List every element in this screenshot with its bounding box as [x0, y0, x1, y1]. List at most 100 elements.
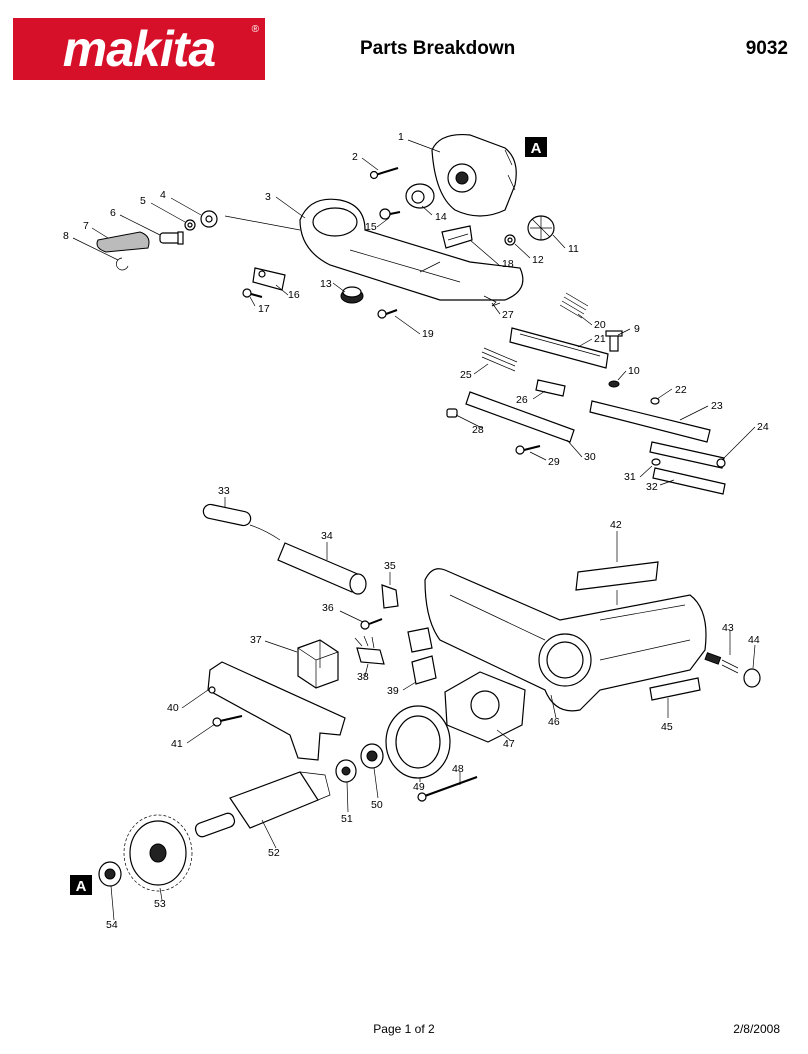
part-54-drawing: [98, 861, 122, 887]
part-label-19: 19: [422, 328, 434, 340]
part-label-39: 39: [387, 685, 399, 697]
brand-name: makita: [62, 21, 216, 77]
part-47-drawing: [444, 671, 526, 743]
part-39-drawing: [407, 627, 437, 685]
page-indicator: Page 1 of 2: [373, 1022, 435, 1036]
part-label-16: 16: [288, 289, 300, 301]
part-17-drawing: [242, 288, 263, 298]
part-26-drawing: [535, 379, 566, 397]
part-label-40: 40: [167, 702, 179, 714]
part-label-53: 53: [154, 898, 166, 910]
part-label-20: 20: [594, 319, 606, 331]
part-24-drawing: [649, 441, 726, 469]
part-label-23: 23: [711, 400, 723, 412]
part-36-drawing: [360, 618, 383, 630]
part-23-drawing: [589, 400, 711, 443]
part-12-drawing: [504, 234, 516, 246]
part-50-drawing: [360, 743, 384, 769]
part-label-42: 42: [610, 519, 622, 531]
part-22-drawing: [650, 397, 660, 405]
part-label-37: 37: [250, 634, 262, 646]
part-label-9: 9: [634, 323, 640, 335]
part-20-drawing: [559, 292, 589, 319]
part-8-drawing: [116, 257, 129, 271]
part-label-7: 7: [83, 220, 89, 232]
part-label-33: 33: [218, 485, 230, 497]
part-label-51: 51: [341, 813, 353, 825]
part-38-drawing: [354, 635, 385, 665]
part-label-11: 11: [568, 243, 579, 255]
part-32-drawing: [652, 467, 726, 495]
part-label-18: 18: [502, 258, 514, 270]
makita-logo: makita ®: [13, 18, 265, 80]
part-label-45: 45: [661, 721, 673, 733]
part-label-17: 17: [258, 303, 270, 315]
part-31-drawing: [651, 458, 661, 466]
part-45-drawing: [649, 677, 701, 701]
part-21-drawing: [509, 327, 609, 369]
part-14-drawing: [405, 183, 435, 209]
model-number: 9032: [745, 38, 788, 59]
part-label-5: 5: [140, 195, 146, 207]
document-date: 2/8/2008: [733, 1022, 780, 1036]
part-16-drawing: [252, 267, 286, 291]
part-28-drawing: [446, 408, 458, 418]
part-label-29: 29: [548, 456, 560, 468]
part-5-drawing: [184, 219, 196, 231]
part-label-41: 41: [171, 738, 183, 750]
part-15-drawing: [379, 208, 401, 220]
part-label-47: 47: [503, 738, 515, 750]
part-18-drawing: [441, 225, 473, 249]
part-label-15: 15: [365, 221, 377, 233]
part-52-drawing: [194, 771, 331, 838]
part-label-43: 43: [722, 622, 734, 634]
part-44-drawing: [743, 668, 761, 688]
part-label-26: 26: [516, 394, 528, 406]
part-41-drawing: [212, 715, 243, 727]
part-label-49: 49: [413, 781, 425, 793]
part-40-drawing: [207, 661, 346, 761]
part-42-drawing: [575, 561, 659, 591]
part-label-24: 24: [757, 421, 769, 433]
svg-text:A: A: [531, 140, 542, 157]
svg-text:A: A: [76, 878, 87, 895]
part-label-2: 2: [352, 151, 358, 163]
part-label-22: 22: [675, 384, 687, 396]
part-1-drawing: [431, 133, 517, 217]
part-33-drawing: [202, 503, 281, 541]
part-label-12: 12: [532, 254, 544, 266]
part-3-drawing: [299, 198, 524, 301]
part-19-drawing: [377, 309, 398, 319]
part-label-14: 14: [435, 211, 447, 223]
part-43-drawing: [704, 652, 739, 674]
part-27-drawing: [483, 295, 501, 307]
page-title: Parts Breakdown: [360, 38, 516, 59]
part-label-13: 13: [320, 278, 332, 290]
part-6-drawing: [159, 231, 184, 245]
part-label-48: 48: [452, 763, 464, 775]
ref-marker-a-upper: A: [525, 137, 547, 157]
part-label-38: 38: [357, 671, 369, 683]
part-label-1: 1: [398, 131, 404, 143]
part-label-8: 8: [63, 230, 69, 242]
part-label-34: 34: [321, 530, 333, 542]
part-11-drawing: [527, 215, 555, 241]
part-4-drawing: [200, 210, 218, 228]
part-34-drawing: [277, 542, 367, 595]
part-label-28: 28: [472, 424, 484, 436]
part-label-21: 21: [594, 333, 606, 345]
part-label-10: 10: [628, 365, 640, 377]
part-label-44: 44: [748, 634, 760, 646]
part-49-drawing: [385, 705, 451, 779]
part-53-drawing: [123, 814, 193, 892]
part-label-35: 35: [384, 560, 396, 572]
part-7-drawing: [96, 231, 150, 253]
part-37-drawing: [297, 639, 339, 689]
part-30-drawing: [465, 391, 575, 443]
part-label-6: 6: [110, 207, 116, 219]
part-label-31: 31: [624, 471, 636, 483]
part-25-drawing: [481, 347, 518, 372]
registered-mark: ®: [251, 24, 259, 35]
part-label-30: 30: [584, 451, 596, 463]
